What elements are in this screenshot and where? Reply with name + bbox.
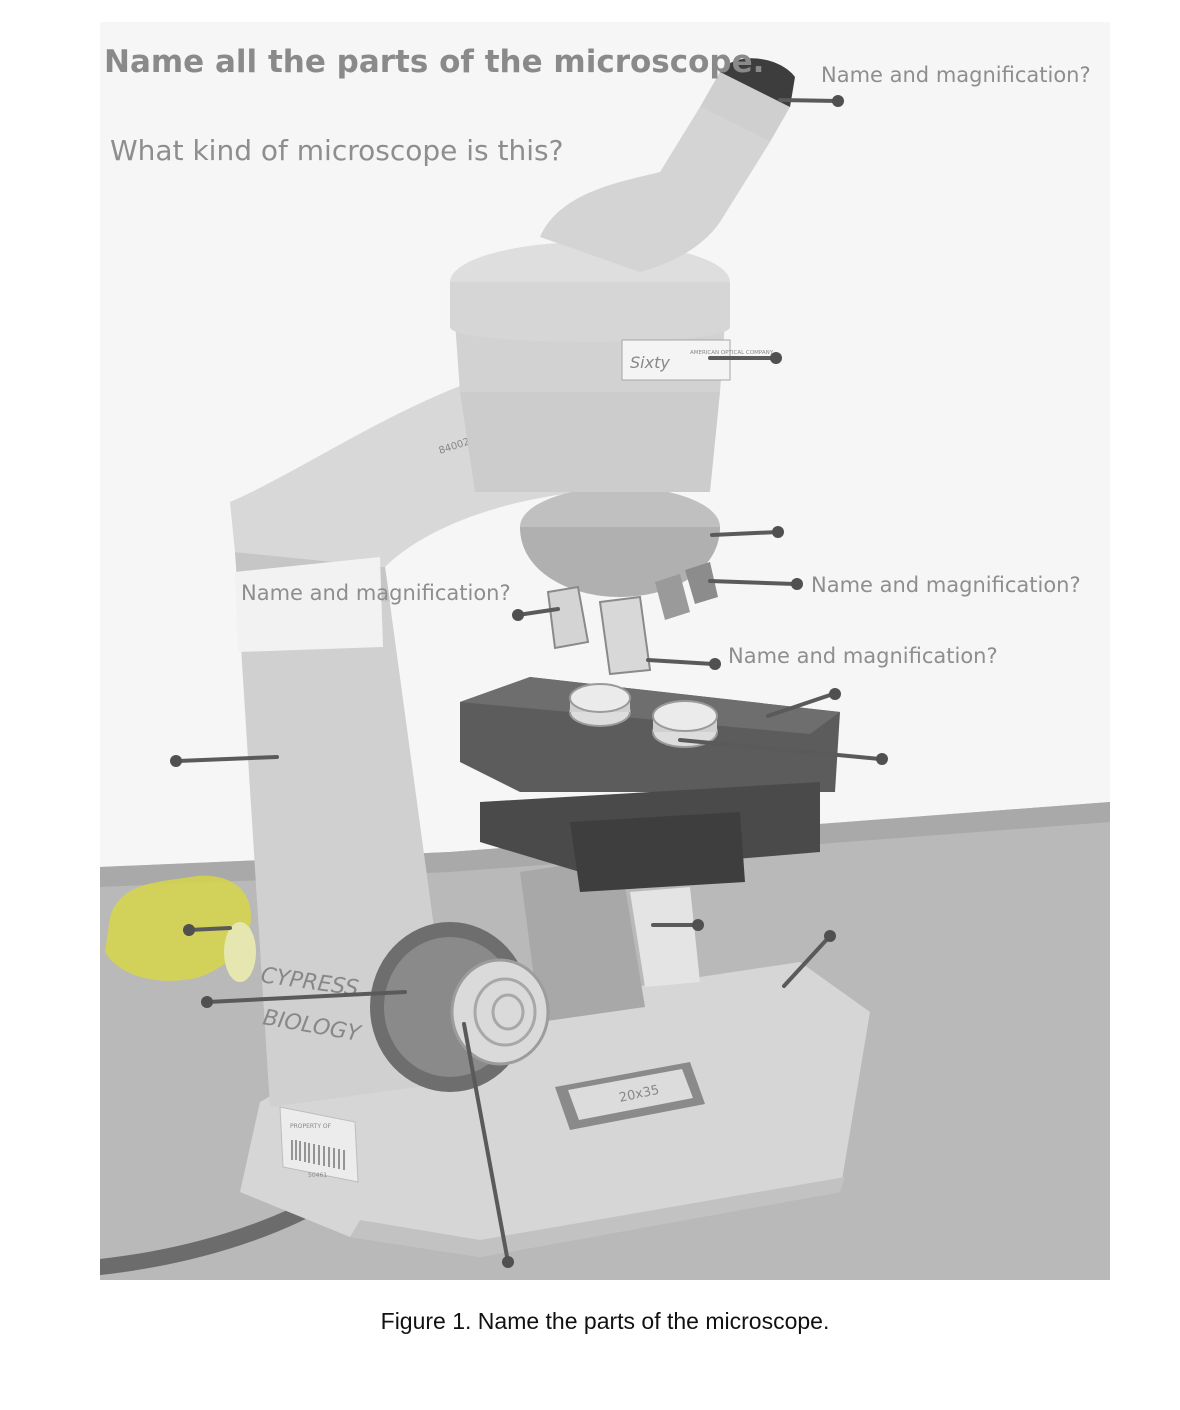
prompt-objective-bottom: Name and magnification? xyxy=(728,644,998,668)
sticker-text: PROPERTY OF xyxy=(290,1123,332,1130)
leader-arm xyxy=(176,755,279,763)
leader-eyepiece xyxy=(778,98,840,103)
arm-tape xyxy=(235,557,383,652)
leader-objective-right xyxy=(708,579,797,586)
leader-nosepiece xyxy=(710,530,780,537)
objective-lenses xyxy=(546,562,718,676)
prompt-eyepiece: Name and magnification? xyxy=(821,63,1091,87)
stage xyxy=(460,677,840,892)
leader-objective-bottom xyxy=(646,658,715,666)
sticker-number: 50461 xyxy=(308,1172,327,1179)
eyepiece-tube xyxy=(540,58,795,272)
light-switch xyxy=(224,922,256,982)
microscope-figure: 20x35 PROPERTY OF 50461 840024 xyxy=(100,22,1110,1280)
leader-stage-clip xyxy=(678,738,882,761)
microscope-photo: 20x35 PROPERTY OF 50461 840024 xyxy=(100,22,1110,1280)
leader-fine-focus xyxy=(462,1022,510,1264)
prompt-objective-right: Name and magnification? xyxy=(811,573,1081,597)
stage-column xyxy=(520,857,645,1022)
highlight-mark xyxy=(105,875,251,981)
eyepiece xyxy=(720,58,795,107)
brand-company: AMERICAN OPTICAL COMPANY xyxy=(690,350,774,356)
figure-caption: Figure 1. Name the parts of the microsco… xyxy=(380,1308,830,1334)
leader-base xyxy=(782,934,832,988)
leader-coarse-focus xyxy=(206,990,407,1004)
barcode-sticker: PROPERTY OF 50461 xyxy=(279,1106,359,1183)
light-source xyxy=(630,887,700,987)
stage-clip-knobs xyxy=(569,683,718,748)
leader-objective-left xyxy=(516,607,560,617)
label-leaders xyxy=(170,95,888,1268)
leader-stage xyxy=(766,692,835,718)
worksheet-title: Name all the parts of the microscope. xyxy=(104,44,764,80)
microscope-type-question: What kind of microscope is this? xyxy=(110,134,563,167)
base-plate: 20x35 xyxy=(555,1062,705,1130)
focus-knobs xyxy=(370,922,550,1092)
brand-script: Sixty xyxy=(630,353,670,372)
leader-switch xyxy=(187,926,232,932)
prompt-objective-left: Name and magnification? xyxy=(241,581,511,605)
